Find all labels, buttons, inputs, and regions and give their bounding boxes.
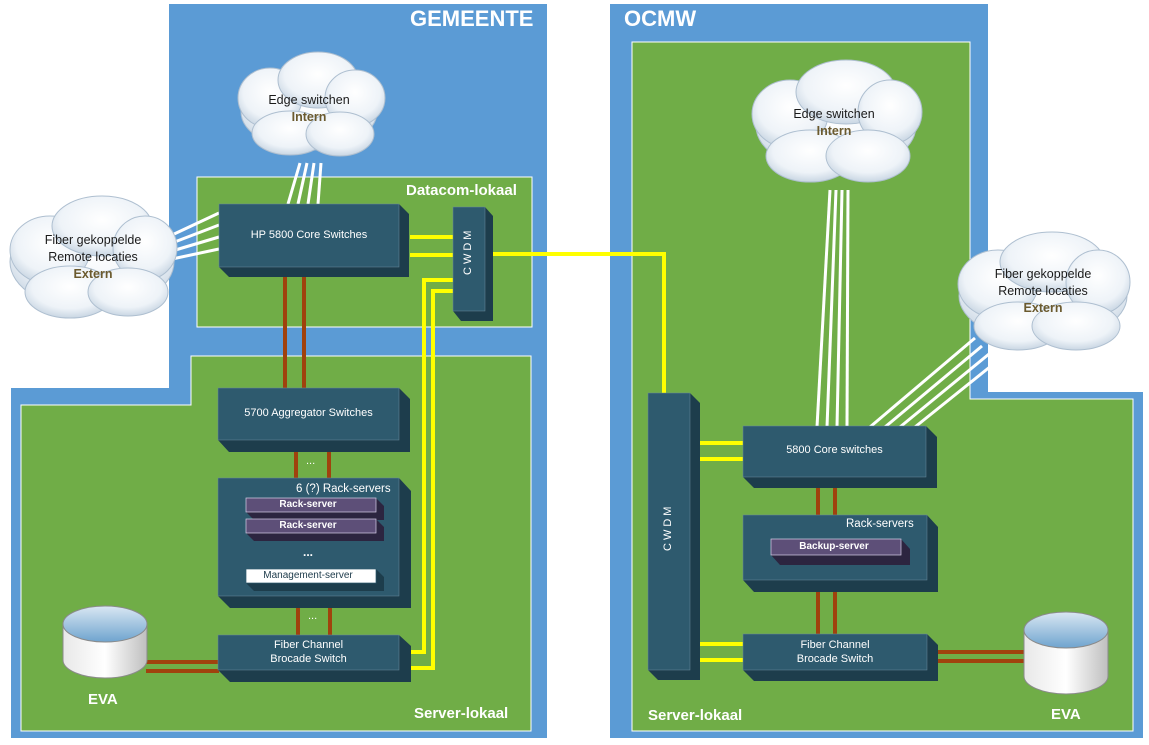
cloud-edge-left-line1: Edge switchen [268,93,350,107]
rack-server-2-label: Rack-server [279,520,337,531]
cwdm-right [647,392,700,680]
eva-disk-left [62,605,148,679]
core-switch-left [218,203,409,277]
cloud-fiber-right [957,231,1131,351]
core-switch-left-label: HP 5800 Core Switches [250,229,368,241]
cloud-edge-left-line2: Intern [291,110,327,124]
eva-left-label: EVA [88,691,118,708]
dots-bottom: ... [308,610,318,622]
cloud-fiber-right-line3: Extern [1023,301,1063,315]
brown-copper-links [146,277,1024,673]
fiber-channel-left [217,634,411,682]
server-room-right-title: Server-lokaal [648,707,743,724]
eva-disk-right [1023,611,1109,695]
cloud-edge-right-label: Edge switchen Intern [774,106,894,140]
cloud-edge-left-label: Edge switchen Intern [250,92,368,126]
cloud-edge-right [751,59,923,183]
rack-server-1-label: Rack-server [279,499,337,510]
server-room-left-title: Server-lokaal [414,705,509,722]
eva-right-label: EVA [1051,706,1081,723]
cloud-fiber-left-label: Fiber gekoppelde Remote locaties Extern [30,232,156,283]
cwdm-right-label: CWDM [662,503,674,551]
fc-left-line2: Brocade Switch [270,653,347,665]
gemeente-title: GEMEENTE [410,6,534,31]
cloud-edge-left [237,51,386,157]
rack-server-pill-2 [245,518,384,541]
mgmt-server-label: Management-server [263,570,353,581]
cloud-fiber-right-line1: Fiber gekoppelde [994,267,1092,281]
rack-right-title: Rack-servers [846,518,914,530]
cloud-fiber-right-line2: Remote locaties [998,284,1088,298]
datacom-title: Datacom-lokaal [406,182,517,199]
rack-server-pill-1 [245,497,384,520]
cloud-fiber-right-label: Fiber gekoppelde Remote locaties Extern [980,266,1106,317]
backup-server-pill [770,538,910,565]
yellow-fiber-links [410,235,743,670]
fc-left-line1: Fiber Channel [273,639,344,651]
fc-right-label: Fiber Channel Brocade Switch [743,638,927,666]
dots-top: ... [306,455,316,467]
ocmw-title: OCMW [624,6,697,31]
fc-left-label: Fiber Channel Brocade Switch [218,638,399,666]
core-switch-right [742,425,937,488]
core-switch-right-label: 5800 Core switches [786,444,883,456]
cloud-edge-right-line1: Edge switchen [793,107,875,121]
rack-left-title: 6 (?) Rack-servers [296,483,391,495]
white-cables [171,162,997,429]
cloud-edge-right-line2: Intern [816,124,852,138]
backup-server-label: Backup-server [799,541,869,552]
cwdm-left [452,206,493,321]
fc-right-line2: Brocade Switch [796,653,874,665]
cloud-fiber-left [9,195,178,319]
aggregator-switches [217,387,410,452]
cloud-fiber-left-line3: Extern [73,267,113,281]
fc-right-line1: Fiber Channel [800,639,870,651]
rack-dots: ... [303,545,314,559]
cwdm-left-label: CWDM [462,227,474,275]
aggregator-label: 5700 Aggregator Switches [244,407,373,419]
fiber-channel-right [742,633,938,681]
cloud-fiber-left-line2: Remote locaties [48,250,138,264]
mgmt-server-pill [245,568,384,591]
cloud-fiber-left-line1: Fiber gekoppelde [44,233,142,247]
